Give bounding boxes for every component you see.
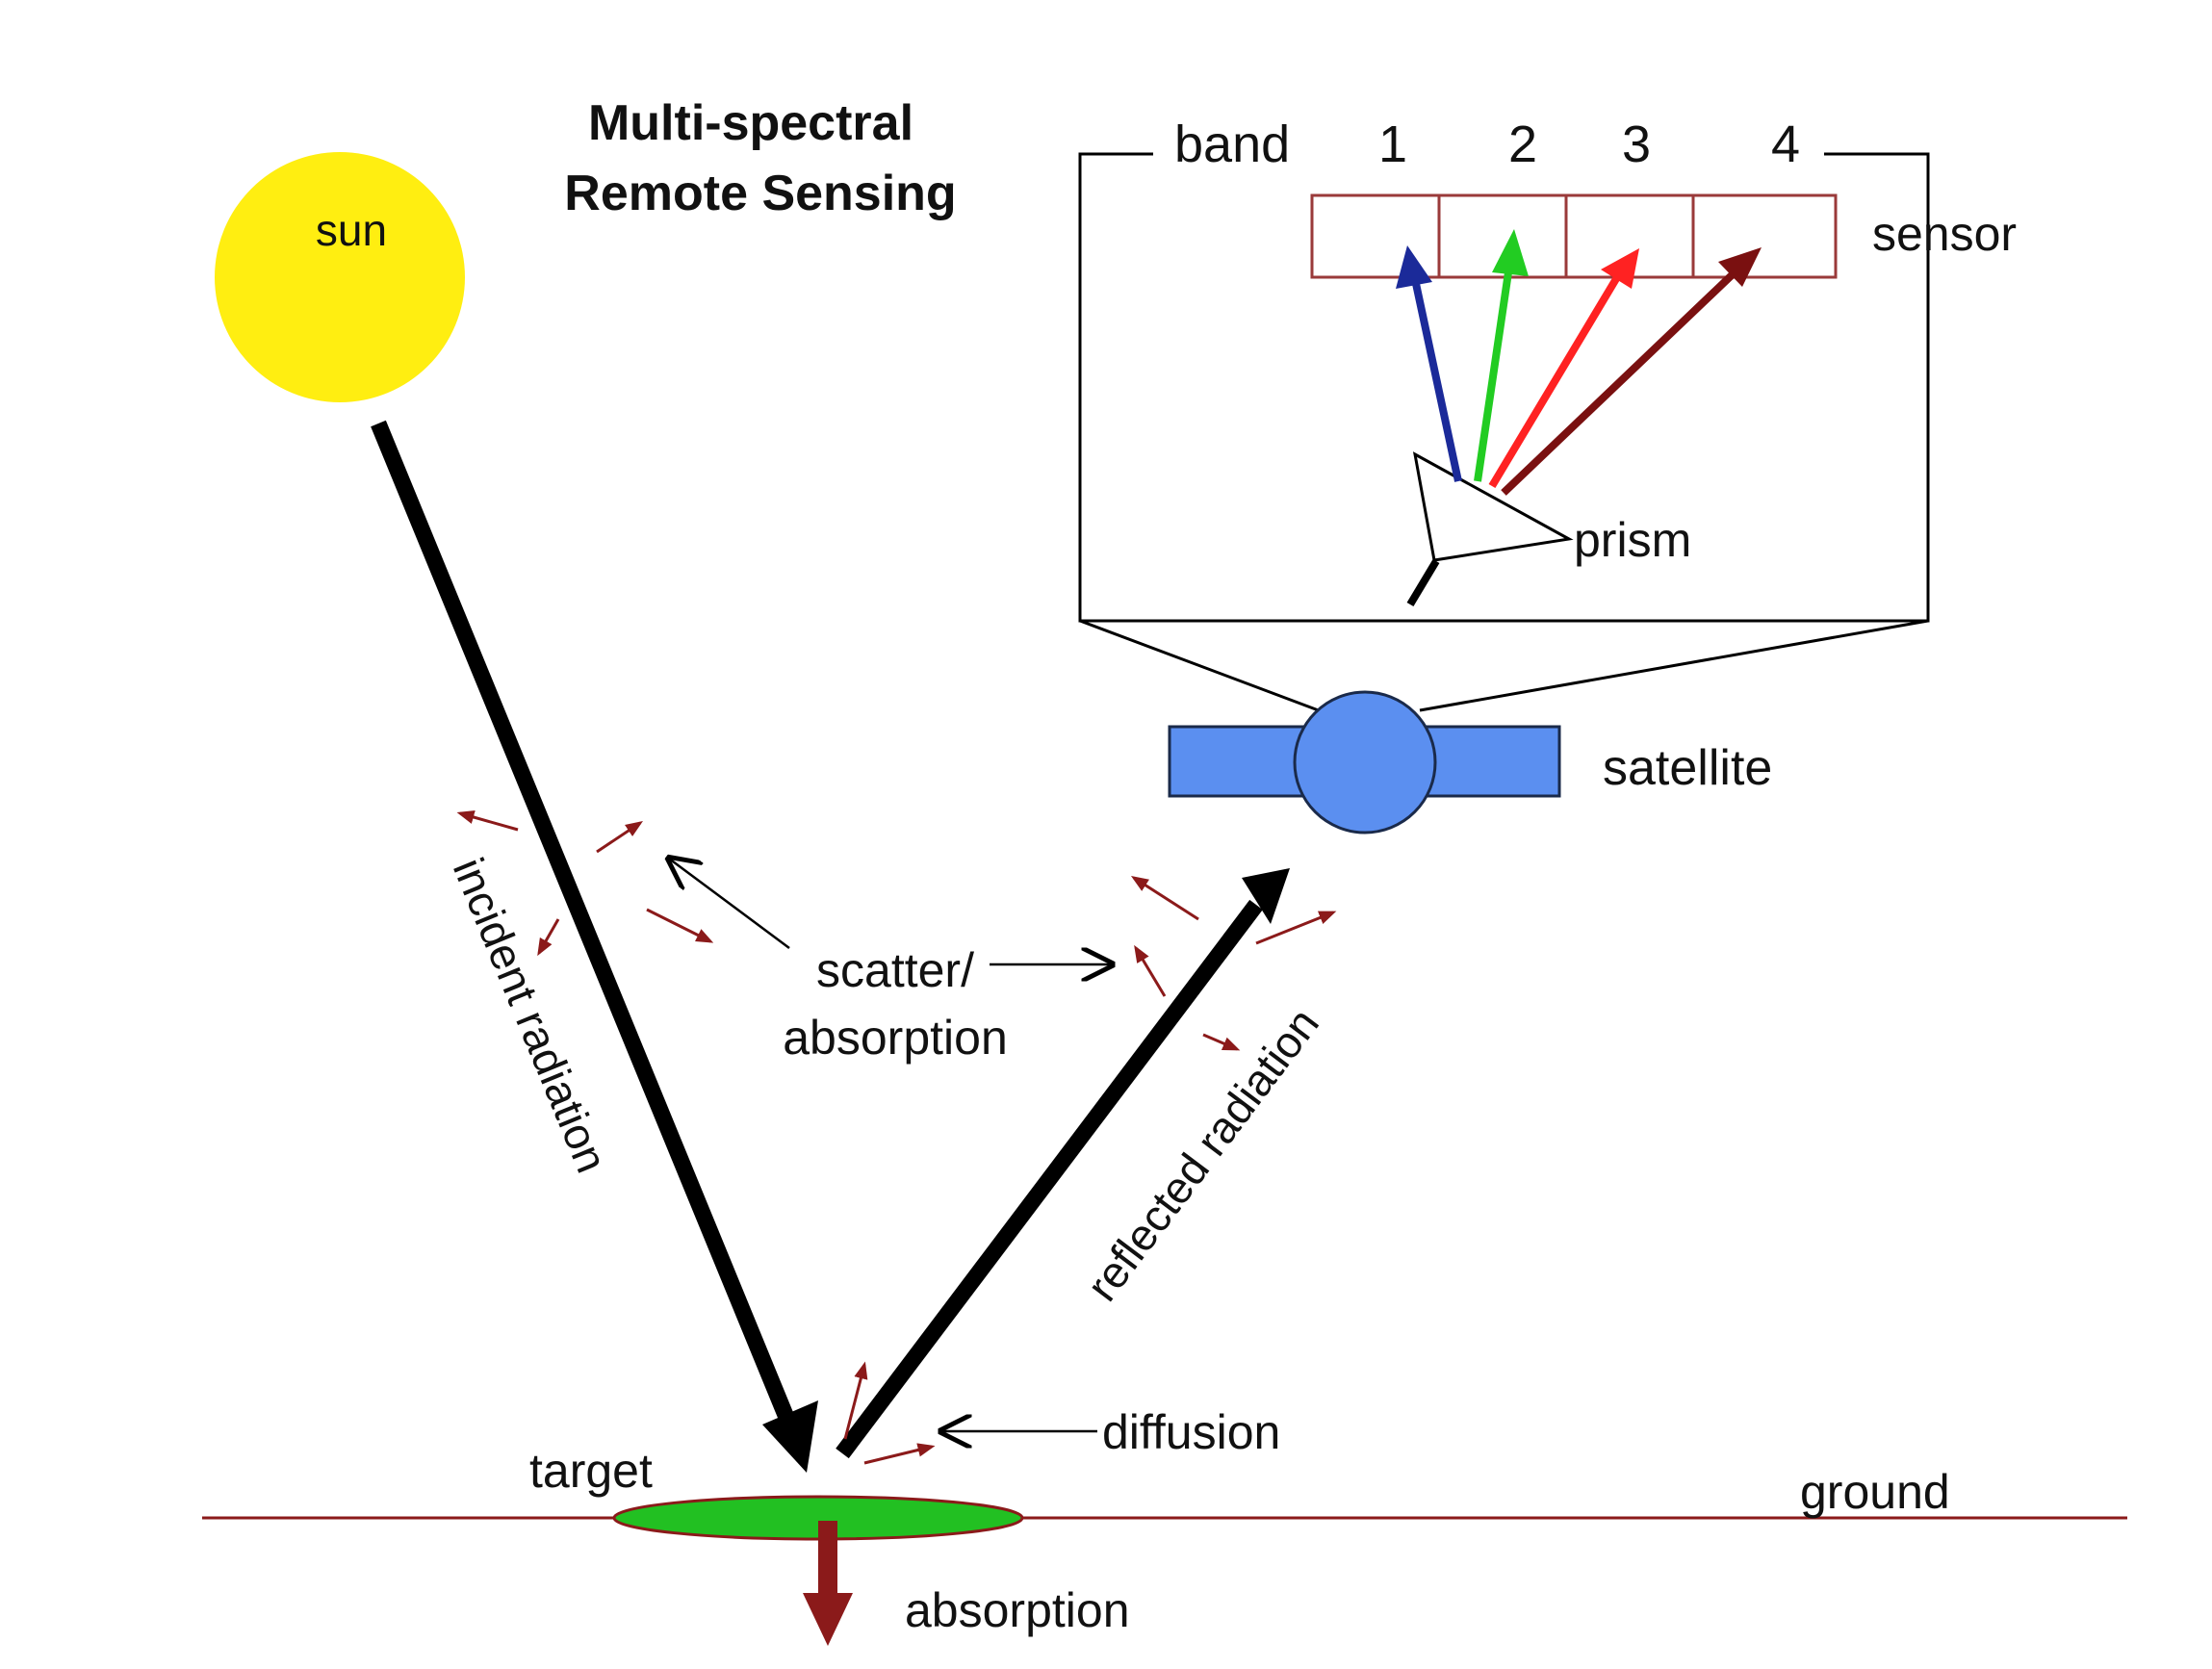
- incident-radiation-arrow: [371, 420, 795, 1424]
- sensor: [1310, 193, 1838, 279]
- scatter-arrows-left: [456, 809, 714, 957]
- band-label: band: [1174, 116, 1290, 173]
- band3-ray: [1488, 274, 1621, 489]
- scatter-label: scatter/: [816, 943, 974, 997]
- band2-arrowhead: [1492, 229, 1529, 276]
- reflected-radiation-arrow: [836, 899, 1263, 1459]
- ground-label: ground: [1800, 1465, 1950, 1519]
- title-line1: Multi-spectral: [588, 95, 913, 151]
- incident-radiation-label: incident radiation: [444, 851, 618, 1179]
- target-label: target: [529, 1444, 653, 1498]
- reflected-arrowhead: [1242, 868, 1290, 924]
- ground-absorption-label: absorption: [905, 1583, 1130, 1637]
- scatter-pointer-left: [669, 859, 790, 950]
- sun: [215, 152, 465, 402]
- title-line2: Remote Sensing: [564, 166, 956, 221]
- band-number-4: 4: [1771, 116, 1800, 173]
- band-number-2: 2: [1508, 116, 1537, 173]
- frame-connector-left: [1079, 619, 1325, 714]
- sun-label: sun: [316, 205, 387, 255]
- scatter-absorption-label: absorption: [783, 1011, 1008, 1065]
- band3-arrowhead: [1601, 248, 1639, 289]
- incident-arrowhead: [762, 1400, 818, 1473]
- diffusion-arrows: [843, 1361, 936, 1465]
- band4-ray: [1501, 271, 1736, 496]
- reflected-radiation-label: reflected radiation: [1076, 999, 1328, 1310]
- band1-arrowhead: [1396, 245, 1432, 289]
- prism-input-beam: [1406, 558, 1440, 607]
- satellite-label: satellite: [1603, 740, 1772, 796]
- prism-label: prism: [1574, 513, 1691, 567]
- sensor-cell-4: [1691, 193, 1838, 279]
- band4-arrowhead: [1718, 247, 1762, 287]
- scatter-arrows-right: [1130, 876, 1337, 1051]
- frame-connector-right: [1419, 619, 1929, 712]
- diffusion-label: diffusion: [1102, 1405, 1280, 1459]
- band1-ray: [1411, 278, 1462, 482]
- band-number-1: 1: [1378, 116, 1407, 173]
- sensor-label: sensor: [1872, 207, 2017, 261]
- ground-absorption-arrow: [818, 1521, 837, 1598]
- prism: [1412, 451, 1574, 562]
- satellite-body: [1293, 690, 1437, 834]
- ground-absorption-arrowhead: [803, 1593, 853, 1646]
- band-number-3: 3: [1622, 116, 1651, 173]
- sensor-frame: [1078, 152, 1930, 623]
- band2-ray: [1474, 271, 1512, 482]
